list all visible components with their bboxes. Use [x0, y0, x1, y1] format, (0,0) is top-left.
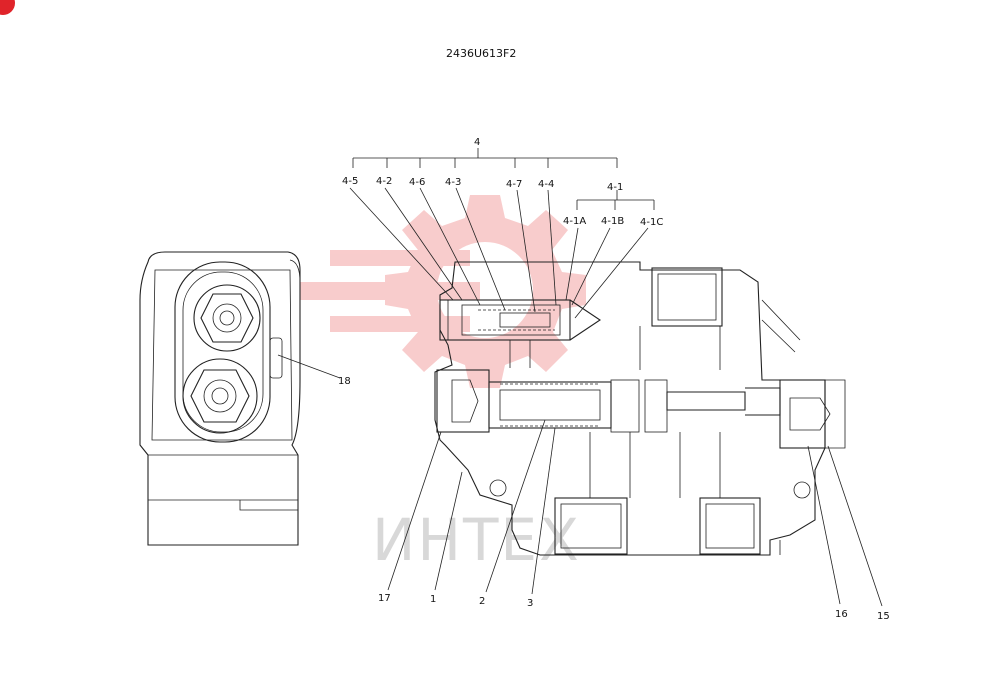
- callout-4-2: 4-2: [376, 176, 392, 187]
- callout-4-1b: 4-1B: [601, 216, 624, 227]
- callout-bracket-4: [352, 148, 655, 210]
- callout-2: 2: [479, 596, 485, 607]
- callout-4-7: 4-7: [506, 179, 522, 190]
- leader-lines: [277, 187, 883, 607]
- watermark-gear-logo: [300, 195, 586, 388]
- callout-18: 18: [338, 376, 351, 387]
- callout-4-1c: 4-1C: [640, 217, 663, 228]
- end-view: [139, 251, 301, 546]
- callout-4-3: 4-3: [445, 177, 461, 188]
- callout-4-6: 4-6: [409, 177, 425, 188]
- callout-4-4: 4-4: [538, 179, 554, 190]
- drawing-number: 2436U613F2: [446, 47, 516, 60]
- callout-15: 15: [877, 611, 890, 622]
- callout-4-1a: 4-1A: [563, 216, 586, 227]
- callout-17: 17: [378, 593, 391, 604]
- callout-3: 3: [527, 598, 533, 609]
- callout-16: 16: [835, 609, 848, 620]
- watermark-text: ИНТЕХ: [372, 506, 581, 574]
- section-view: [434, 261, 846, 556]
- callout-4-5: 4-5: [342, 176, 358, 187]
- callout-1: 1: [430, 594, 436, 605]
- corner-badge: [0, 0, 15, 15]
- callout-4-1: 4-1: [607, 182, 623, 193]
- callout-4: 4: [474, 137, 480, 148]
